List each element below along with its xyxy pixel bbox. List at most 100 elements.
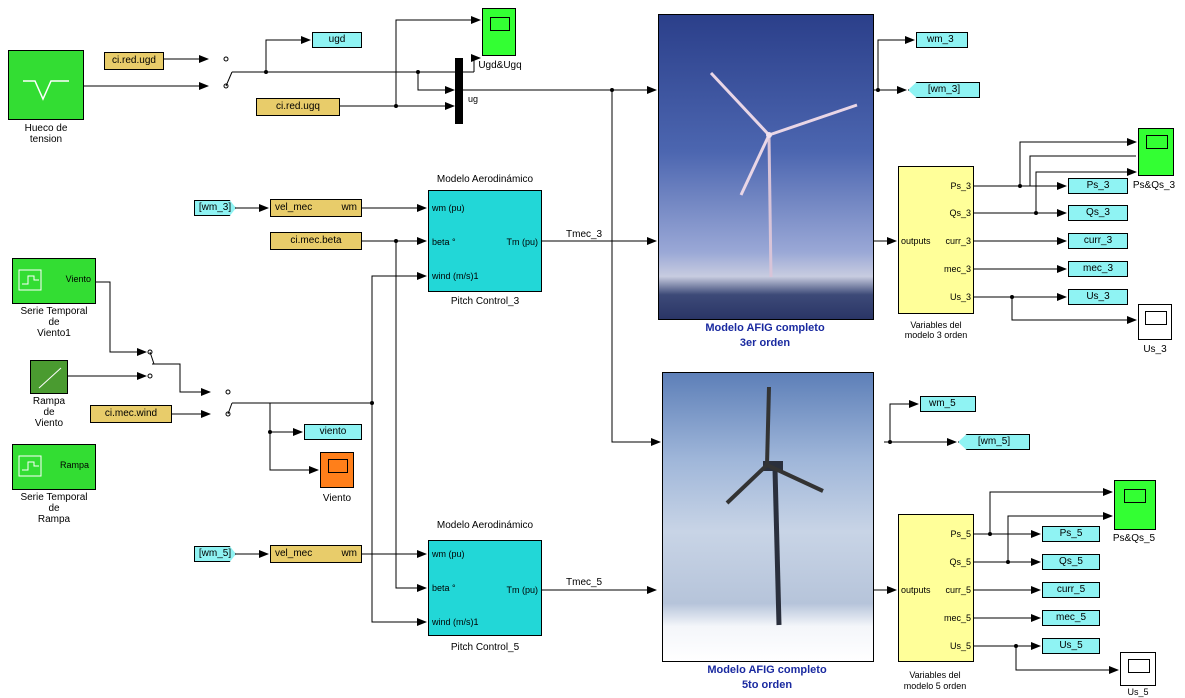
- qs5-goto-block[interactable]: Qs_5: [1042, 554, 1100, 570]
- scope-icon: [490, 17, 510, 31]
- vars3-ps-port: Ps_3: [950, 181, 971, 191]
- wm5-goto2-block[interactable]: [wm_5]: [958, 434, 1030, 450]
- afig3-title-line2: 3er orden: [739, 337, 791, 349]
- curr3-goto-block[interactable]: curr_3: [1068, 233, 1128, 249]
- vel-mec-5-right: wm: [341, 548, 357, 559]
- ci-red-ugd-block[interactable]: ci.red.ugd: [104, 52, 164, 70]
- serie-viento-port: Viento: [65, 274, 91, 284]
- pitch3-tm-port: Tm (pu): [506, 237, 539, 247]
- ug-label: ug: [468, 94, 479, 104]
- curr5-goto-block[interactable]: curr_5: [1042, 582, 1100, 598]
- vel-mec-5-block[interactable]: vel_mec wm: [270, 545, 362, 563]
- vars3-subsystem-block[interactable]: outputs Ps_3 Qs_3 curr_3 mec_3 Us_3: [898, 166, 974, 314]
- ci-mec-beta-block[interactable]: ci.mec.beta: [270, 232, 362, 250]
- wind-turbine-icon: [725, 386, 824, 626]
- wm3-goto-block[interactable]: wm_3: [916, 32, 968, 48]
- vel-mec-3-right: wm: [341, 202, 357, 213]
- hueco-source-block[interactable]: [8, 50, 84, 120]
- vars3-qs-port: Qs_3: [949, 208, 971, 218]
- ps5-goto-block[interactable]: Ps_5: [1042, 526, 1100, 542]
- us3-scope-block[interactable]: [1138, 304, 1172, 340]
- signal-builder-icon: [18, 269, 42, 291]
- vars3-curr-port: curr_3: [945, 236, 971, 246]
- viento-scope-label: Viento: [322, 493, 352, 504]
- ramp-icon: [38, 367, 62, 389]
- us3-scope-label: Us_3: [1143, 344, 1167, 355]
- ci-red-ugq-block[interactable]: ci.red.ugq: [256, 98, 340, 116]
- psqs5-scope-block[interactable]: [1114, 480, 1156, 530]
- modelo-aero-5-title: Modelo Aerodinámico: [436, 520, 534, 531]
- pitch5-wm-port: wm (pu): [432, 549, 465, 559]
- us5-scope-block[interactable]: [1120, 652, 1156, 686]
- us5-goto-block[interactable]: Us_5: [1042, 638, 1100, 654]
- wind-turbine-icon: [709, 71, 858, 278]
- vars3-label: Variables del modelo 3 orden: [904, 320, 968, 340]
- scope-icon: [1124, 489, 1146, 503]
- vel-mec-3-block[interactable]: vel_mec wm: [270, 199, 362, 217]
- vel-mec-3-left: vel_mec: [275, 202, 313, 213]
- vars3-mec-port: mec_3: [943, 264, 971, 274]
- modelo-aero-3-title: Modelo Aerodinámico: [436, 174, 534, 185]
- us3-goto-block[interactable]: Us_3: [1068, 289, 1128, 305]
- ugd-ugq-scope-label: Ugd&Ugq: [478, 60, 522, 71]
- vel-mec-5-left: vel_mec: [275, 548, 313, 559]
- pitch-control-5-label: Pitch Control_5: [450, 642, 520, 653]
- vars5-subsystem-block[interactable]: outputs Ps_5 Qs_5 curr_5 mec_5 Us_5: [898, 514, 974, 662]
- wm3-goto2-block[interactable]: [wm_3]: [908, 82, 980, 98]
- vars3-outputs-port: outputs: [901, 236, 931, 246]
- ci-mec-wind-block[interactable]: ci.mec.wind: [90, 405, 172, 423]
- wm5-goto-block[interactable]: wm_5: [920, 396, 976, 412]
- hueco-label: Hueco de tension: [24, 123, 68, 145]
- wm5-from-block[interactable]: [wm_5]: [194, 546, 236, 562]
- pitch-control-5-block[interactable]: wm (pu) beta ° wind (m/s)1 Tm (pu): [428, 540, 542, 636]
- signal-builder-icon: [18, 455, 42, 477]
- vars5-ps-port: Ps_5: [950, 529, 971, 539]
- viento-goto-block[interactable]: viento: [304, 424, 362, 440]
- pitch3-beta-port: beta °: [432, 237, 456, 247]
- mec3-goto-block[interactable]: mec_3: [1068, 261, 1128, 277]
- qs3-goto-block[interactable]: Qs_3: [1068, 205, 1128, 221]
- scope-icon: [1146, 135, 1168, 149]
- vars5-qs-port: Qs_5: [949, 557, 971, 567]
- wm3-from-block[interactable]: [wm_3]: [194, 200, 236, 216]
- pitch-control-3-block[interactable]: wm (pu) beta ° wind (m/s)1 Tm (pu): [428, 190, 542, 292]
- psqs5-scope-label: Ps&Qs_5: [1112, 533, 1156, 544]
- psqs3-scope-block[interactable]: [1138, 128, 1174, 176]
- mux-bar: [455, 58, 463, 124]
- ps3-goto-block[interactable]: Ps_3: [1068, 178, 1128, 194]
- pitch5-wind-port: wind (m/s)1: [432, 617, 479, 627]
- serie-rampa-port: Rampa: [59, 460, 89, 470]
- afig3-title-line1: Modelo AFIG completo: [705, 322, 825, 334]
- vars5-label: Variables del modelo 5 orden: [903, 670, 967, 691]
- vars5-us-port: Us_5: [949, 641, 971, 651]
- tmec3-label: Tmec_3: [566, 229, 603, 240]
- serie-rampa-label: Serie Temporal de Rampa: [20, 492, 88, 525]
- rampa-block[interactable]: [30, 360, 68, 394]
- pitch5-beta-port: beta °: [432, 583, 456, 593]
- scope-icon: [1128, 659, 1150, 673]
- afig5-title-line2: 5to orden: [741, 679, 793, 691]
- pitch-control-3-label: Pitch Control_3: [450, 296, 520, 307]
- vars5-mec-port: mec_5: [943, 613, 971, 623]
- us5-scope-label: Us_5: [1127, 687, 1149, 697]
- rampa-label: Rampa de Viento: [32, 396, 66, 429]
- pitch3-wind-port: wind (m/s)1: [432, 271, 479, 281]
- vars5-curr-port: curr_5: [945, 585, 971, 595]
- psqs3-scope-label: Ps&Qs_3: [1132, 180, 1176, 191]
- vars5-outputs-port: outputs: [901, 585, 931, 595]
- serie-viento-block[interactable]: Viento: [12, 258, 96, 304]
- afig3-subsystem-image[interactable]: [658, 14, 874, 320]
- mec5-goto-block[interactable]: mec_5: [1042, 610, 1100, 626]
- scope-icon: [1145, 311, 1167, 325]
- afig5-title-line1: Modelo AFIG completo: [707, 664, 827, 676]
- ugd-ugq-scope-block[interactable]: [482, 8, 516, 56]
- pitch5-tm-port: Tm (pu): [506, 585, 539, 595]
- ugd-goto-block[interactable]: ugd: [312, 32, 362, 48]
- pitch3-wm-port: wm (pu): [432, 203, 465, 213]
- afig5-subsystem-image[interactable]: [662, 372, 874, 662]
- vars3-us-port: Us_3: [949, 292, 971, 302]
- viento-scope-block[interactable]: [320, 452, 354, 488]
- serie-rampa-block[interactable]: Rampa: [12, 444, 96, 490]
